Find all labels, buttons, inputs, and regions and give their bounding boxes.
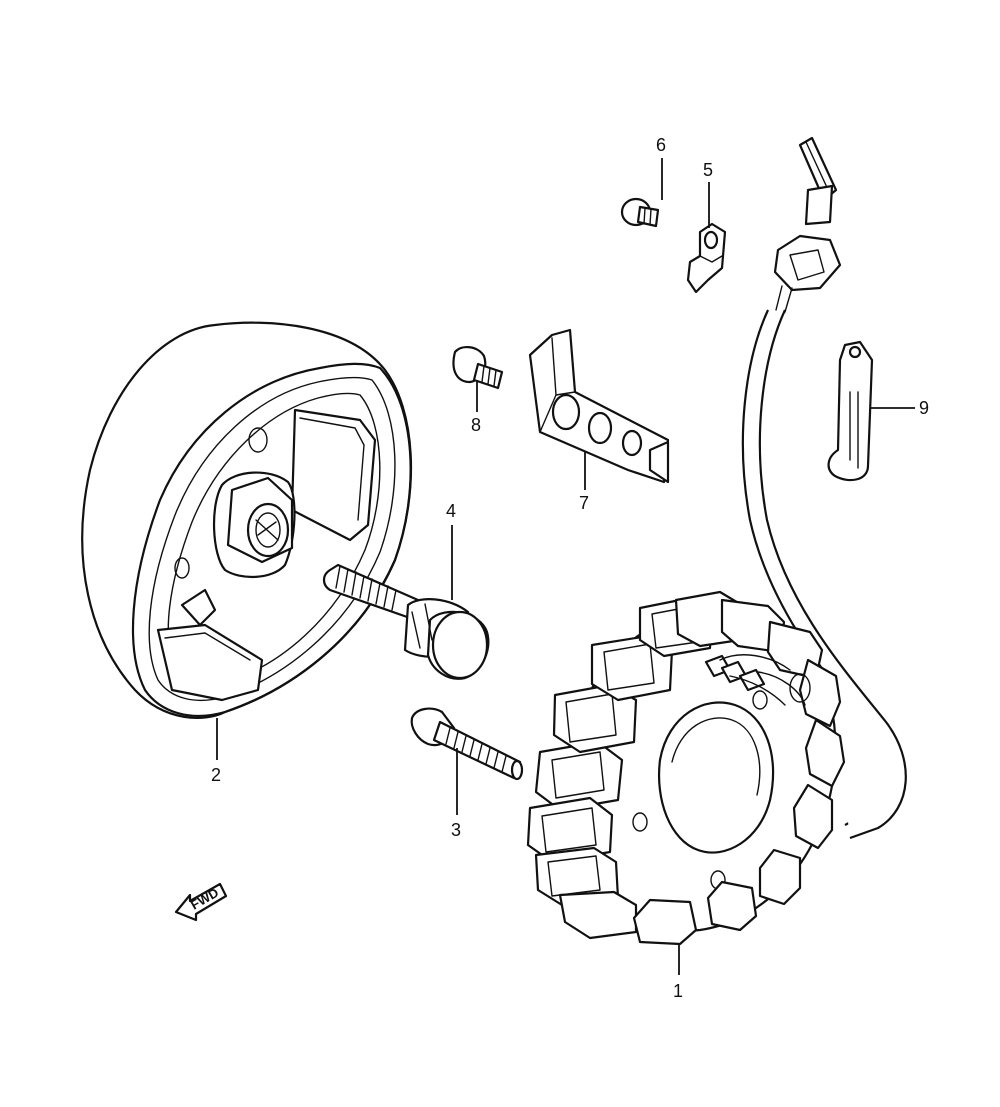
callout-1: 1 <box>673 981 683 1001</box>
stator-bolt <box>410 707 524 781</box>
stator-coils <box>526 590 846 946</box>
bracket-screw <box>452 346 504 390</box>
callout-6: 6 <box>656 135 666 155</box>
callout-9: 9 <box>919 398 929 418</box>
rotor-bolt <box>322 563 490 680</box>
callout-5: 5 <box>703 160 713 180</box>
rotor-flywheel <box>81 321 413 719</box>
callout-3: 3 <box>451 820 461 840</box>
wire-guide <box>827 340 874 482</box>
wire-bracket-plate <box>528 328 670 484</box>
forward-direction-arrow: FWD <box>174 882 228 922</box>
callout-leaders <box>216 158 915 975</box>
callout-2: 2 <box>211 765 221 785</box>
wire-clamp <box>686 222 727 294</box>
callout-4: 4 <box>446 501 456 521</box>
callout-labels: 1 2 3 4 5 6 7 8 9 <box>211 135 929 1001</box>
callout-8: 8 <box>471 415 481 435</box>
stator-assembly <box>526 136 907 946</box>
clamp-screw <box>620 197 660 228</box>
callout-7: 7 <box>579 493 589 513</box>
